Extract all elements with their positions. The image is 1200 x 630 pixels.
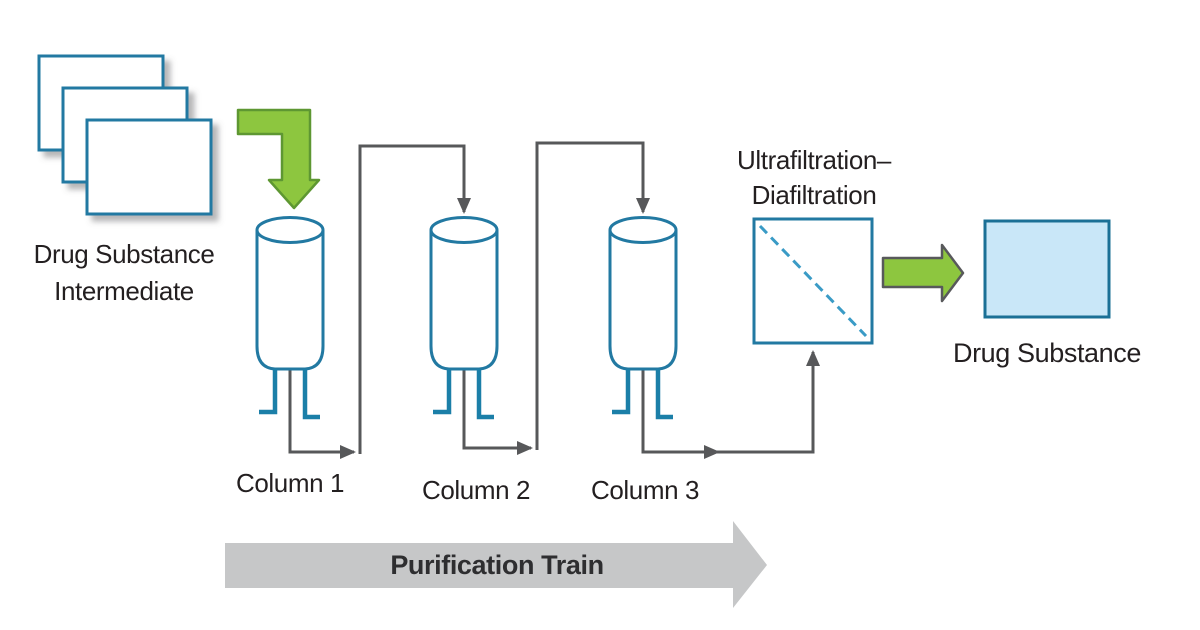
purification-train-label: Purification Train [390, 550, 603, 580]
document-stack-icon [37, 54, 213, 216]
output-right-arrow-icon [881, 243, 965, 303]
purification-train-arrow-icon [225, 521, 767, 608]
pipe-column1-outlet [288, 370, 356, 459]
ufdf-membrane-dashed-line [758, 224, 868, 338]
drug-substance-label: Drug Substance [953, 338, 1141, 368]
intermediate-label-line1: Drug Substance [34, 239, 215, 269]
pipe-riser-to-column2 [358, 144, 471, 454]
pipe-column3-to-ufdf [641, 350, 820, 454]
flow-connectors [288, 141, 820, 459]
pipe-column2-outlet [462, 370, 533, 455]
input-elbow-arrow-icon [236, 108, 321, 210]
column-1-label: Column 1 [236, 468, 344, 498]
ufdf-label-line1: Ultrafiltration– [737, 145, 892, 175]
column-2-label: Column 2 [422, 475, 530, 505]
ufdf-unit-icon [752, 217, 874, 345]
pipe-riser-to-column3 [535, 141, 650, 450]
intermediate-label-line2: Intermediate [54, 276, 194, 306]
column-3-label: Column 3 [591, 475, 699, 505]
ufdf-label-line2: Diafiltration [752, 180, 877, 210]
drug-substance-box-icon [983, 219, 1111, 319]
document-sheet-front [85, 118, 213, 216]
